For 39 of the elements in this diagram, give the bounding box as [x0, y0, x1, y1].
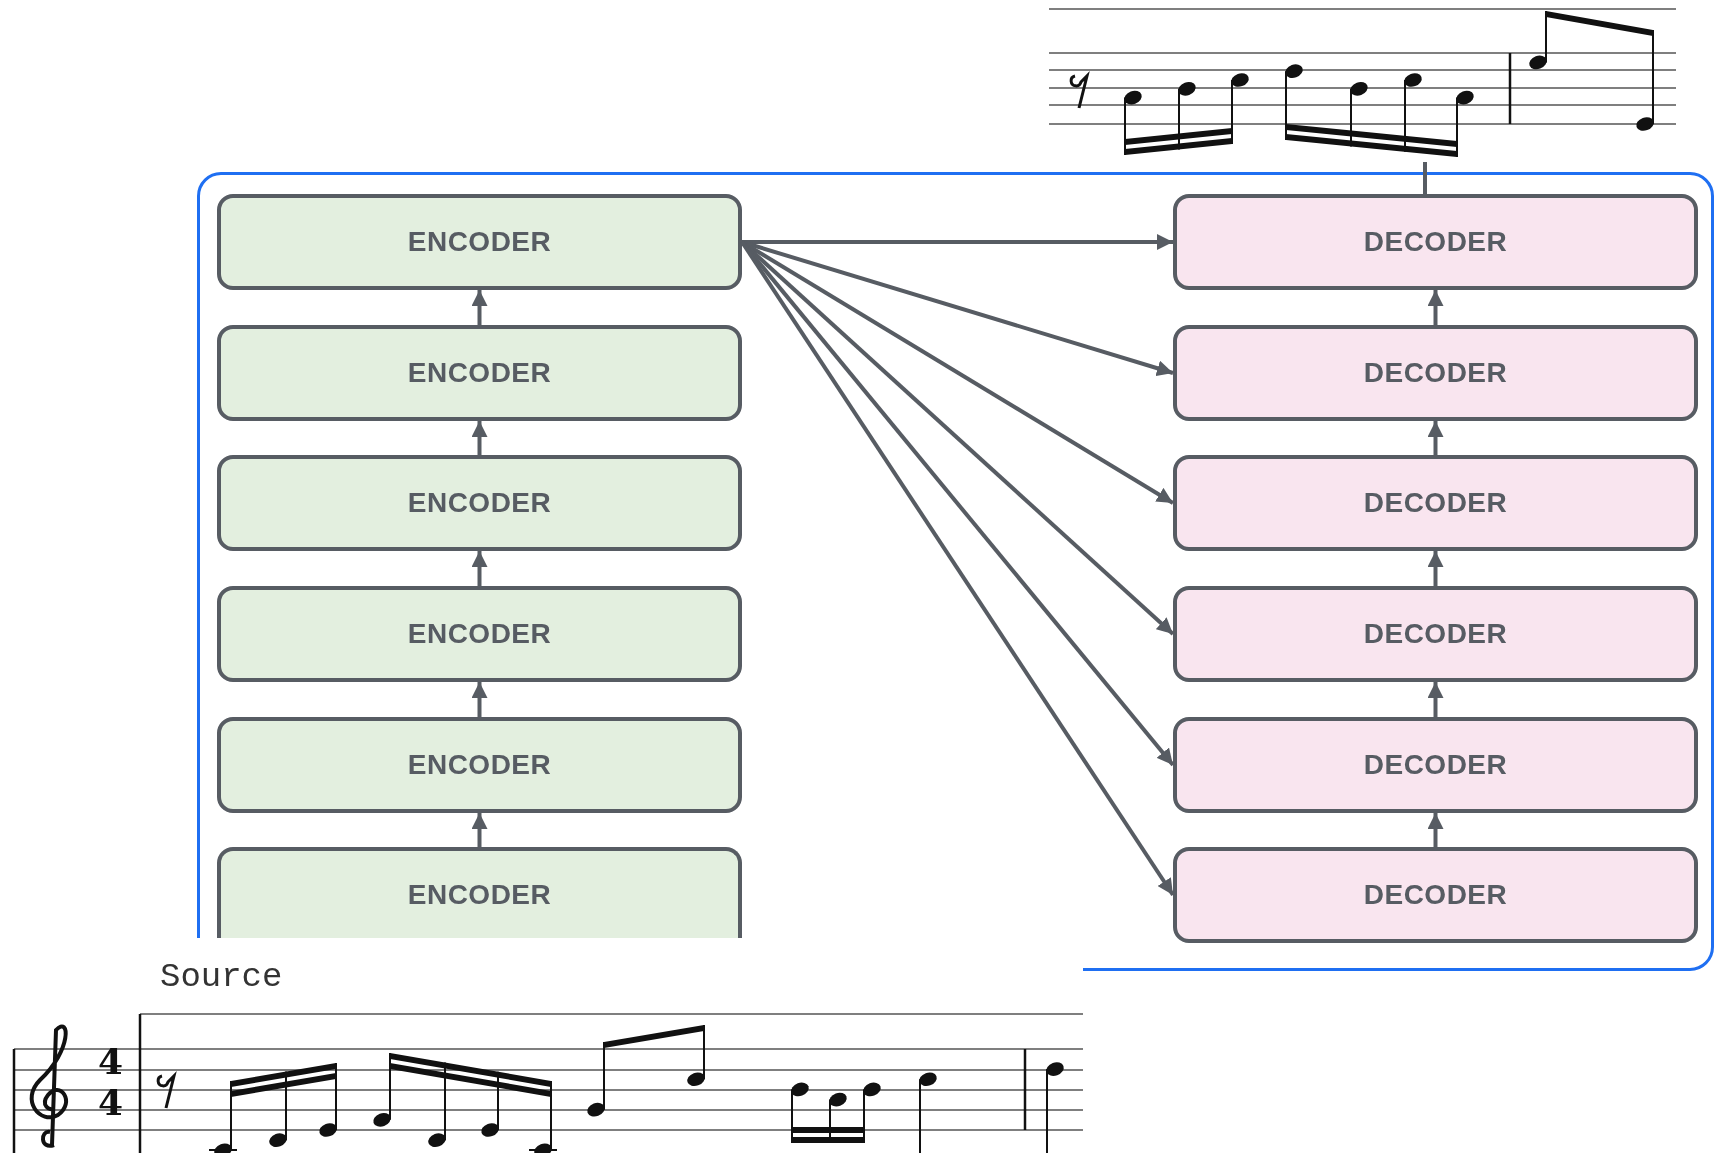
decoder-box	[1173, 847, 1698, 943]
encoder-box	[217, 847, 742, 938]
encoder-box	[217, 586, 742, 682]
decoder-box	[1173, 194, 1698, 290]
arrow	[1427, 813, 1444, 847]
arrow	[1427, 421, 1444, 455]
time-signature-digit: 4	[98, 1083, 124, 1121]
arrow	[471, 813, 488, 847]
encoder-box	[217, 194, 742, 290]
box-label: DECODER	[1363, 226, 1508, 258]
box-label: ENCODER	[407, 226, 552, 258]
score-title: Source	[160, 958, 283, 996]
box-label: DECODER	[1363, 618, 1508, 650]
arrow	[1427, 551, 1444, 586]
encoder-box	[217, 325, 742, 421]
decoder-box	[1173, 586, 1698, 682]
decoder-box	[1173, 325, 1698, 421]
arrow	[471, 551, 488, 586]
box-label: ENCODER	[407, 749, 552, 781]
box-label: DECODER	[1363, 487, 1508, 519]
arrow	[471, 290, 488, 325]
box-label: ENCODER	[407, 357, 552, 389]
encoder-box	[217, 455, 742, 551]
encoder-box	[217, 717, 742, 813]
connector-line	[1423, 162, 1427, 194]
arrow	[742, 234, 1173, 250]
box-label: DECODER	[1363, 357, 1508, 389]
box-label: ENCODER	[407, 878, 552, 911]
box-label: ENCODER	[407, 618, 552, 650]
box-label: DECODER	[1363, 879, 1508, 911]
decoder-box	[1173, 455, 1698, 551]
arrow	[471, 682, 488, 717]
box-label: DECODER	[1363, 749, 1508, 781]
decoder-box	[1173, 717, 1698, 813]
time-signature-digit: 4	[98, 1042, 124, 1080]
arrow	[1427, 290, 1444, 325]
arrow	[1427, 682, 1444, 717]
arrow	[471, 421, 488, 455]
box-label: ENCODER	[407, 487, 552, 519]
